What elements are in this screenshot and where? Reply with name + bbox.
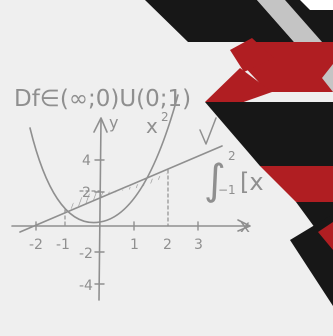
x-tick-label: -1 (56, 237, 70, 253)
grey-sliver (322, 64, 333, 92)
shaded-region (65, 173, 168, 211)
black-top-band (145, 0, 294, 42)
domain-text: Df∈(∞;0)U(0;1) (14, 86, 191, 112)
x-tick-label: 1 (130, 237, 139, 253)
black-top-corner (285, 0, 333, 42)
math-sketch: Df∈(∞;0)U(0;1) -2 -1 1 2 3 4 2 -2 -4 (11, 86, 264, 301)
line-graph (19, 145, 223, 233)
y-axis-arrow-icon (93, 117, 108, 133)
x-axis-label: x (240, 217, 250, 237)
x-tick-label: -2 (29, 237, 43, 253)
integral-upper-limit: 2 (228, 149, 236, 163)
y-axis (98, 119, 102, 301)
y-tick-label: 2 (82, 185, 91, 201)
curve-label: x (146, 114, 158, 138)
x-axis-arrow-icon (237, 219, 251, 232)
integral-sign: ∫ (204, 155, 226, 204)
black-middle-band (205, 102, 333, 166)
y-tick-label: -2 (79, 246, 93, 262)
red-block-left (205, 68, 272, 104)
red-block-tip (230, 38, 274, 72)
y-tick-label: 4 (82, 153, 91, 169)
y-axis-label: y (109, 113, 118, 132)
check-mark-icon (199, 117, 217, 145)
integral-lower-limit: −1 (218, 183, 236, 197)
red-bottom-sliver (318, 222, 333, 250)
integral-fragment: [x (240, 168, 264, 196)
curve-label-exponent: 2 (161, 110, 169, 124)
white-top-slit (300, 0, 333, 10)
x-tick-label: 3 (194, 237, 203, 253)
parabola-curve (29, 94, 179, 224)
x-tick-label: 2 (163, 237, 172, 253)
geometric-overlay (145, 0, 333, 306)
grey-top-band (257, 0, 322, 42)
red-lower-band (260, 166, 333, 202)
y-tick-label: -4 (79, 278, 93, 294)
